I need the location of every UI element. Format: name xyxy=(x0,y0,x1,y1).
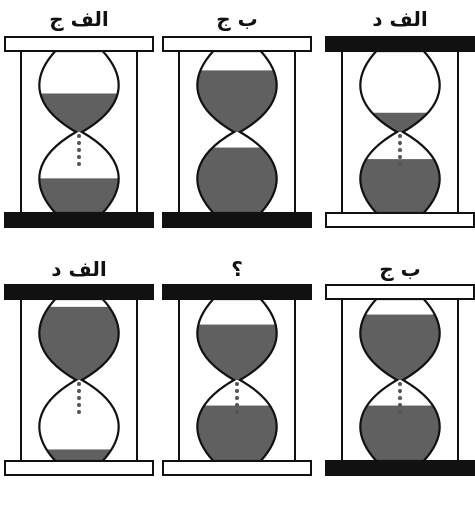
sand-grain xyxy=(77,403,81,407)
top-plate xyxy=(326,37,474,51)
bottom-plate xyxy=(5,213,153,227)
sand-grain xyxy=(77,162,81,166)
label-cell-6: ب ج xyxy=(340,258,460,280)
sand-grain xyxy=(398,141,402,145)
sand-grain xyxy=(398,403,402,407)
sand-grain xyxy=(398,162,402,166)
sand-grain xyxy=(77,410,81,414)
bottom-plate xyxy=(163,461,311,475)
bottom-sand xyxy=(23,449,135,461)
sand-grain xyxy=(235,403,239,407)
hourglass-3 xyxy=(326,37,474,227)
hourglass-2 xyxy=(163,37,311,227)
sand-grain xyxy=(398,410,402,414)
hourglass-6 xyxy=(326,285,474,475)
bottom-plate xyxy=(5,461,153,475)
sand-grain xyxy=(77,134,81,138)
sand-grain xyxy=(235,396,239,400)
sand-grain xyxy=(235,410,239,414)
top-plate xyxy=(5,285,153,299)
bottom-plate xyxy=(326,213,474,227)
sand-grain xyxy=(398,134,402,138)
bottom-plate xyxy=(163,213,311,227)
label-cell-4: الف د xyxy=(19,258,139,280)
hourglass-4 xyxy=(5,285,153,475)
top-plate xyxy=(163,285,311,299)
sand-grain xyxy=(398,389,402,393)
sand-grain xyxy=(398,382,402,386)
label-cell-1: الف ج xyxy=(19,8,139,30)
sand-grain xyxy=(398,155,402,159)
sand-grain xyxy=(235,382,239,386)
bottom-plate xyxy=(326,461,474,475)
label-cell-2: ب ج xyxy=(177,8,297,30)
top-sand xyxy=(344,113,456,132)
sand-grain xyxy=(77,389,81,393)
top-plate xyxy=(163,37,311,51)
label-cell-3: الف د xyxy=(340,8,460,30)
sand-grain xyxy=(77,396,81,400)
hourglass-5 xyxy=(163,285,311,475)
top-plate xyxy=(5,37,153,51)
label-cell-5-question: ؟ xyxy=(177,258,297,280)
sand-grain xyxy=(77,382,81,386)
hourglass-1 xyxy=(5,37,153,227)
sand-grain xyxy=(398,148,402,152)
sand-grain xyxy=(398,396,402,400)
top-sand xyxy=(23,94,135,133)
sand-grain xyxy=(77,148,81,152)
sand-grain xyxy=(77,141,81,145)
sand-grain xyxy=(77,155,81,159)
sand-grain xyxy=(235,389,239,393)
top-plate xyxy=(326,285,474,299)
